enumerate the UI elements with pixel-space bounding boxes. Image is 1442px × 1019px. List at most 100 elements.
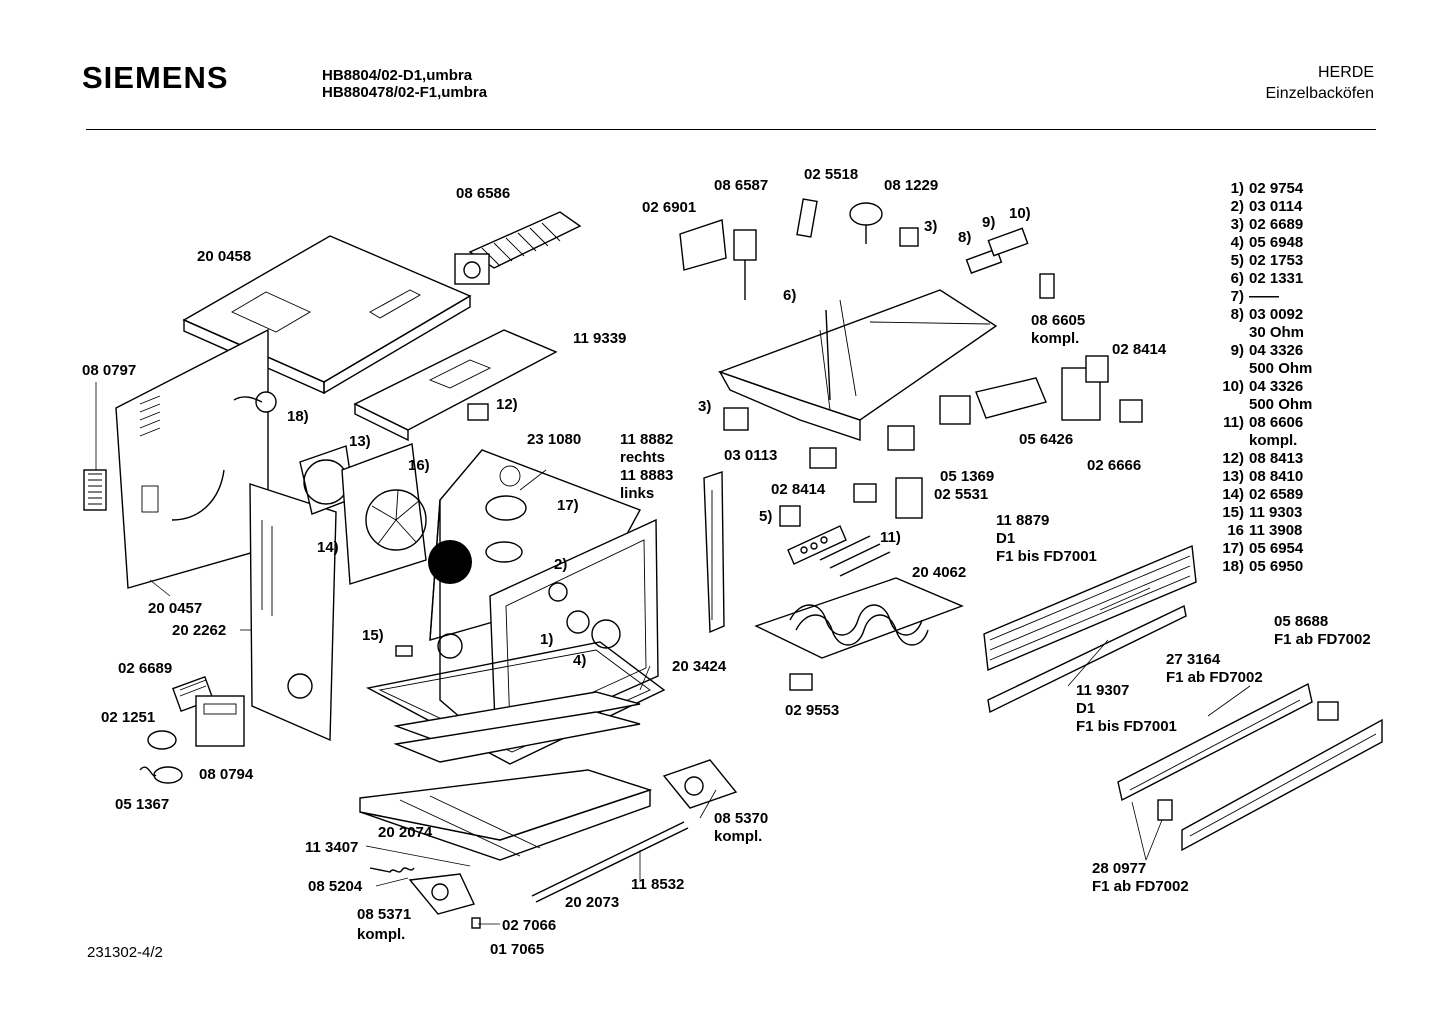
legend-key: 12) <box>1222 450 1244 467</box>
model-number-2: HB880478/02-F1,umbra <box>322 84 488 101</box>
legend-key <box>1200 324 1244 342</box>
label-11-3407: 11 3407 <box>305 839 359 856</box>
heating-element <box>754 577 964 659</box>
callout-10: 10) <box>1009 205 1031 222</box>
legend-value: 02 6589 <box>1249 486 1304 503</box>
label-11-8532: 11 8532 <box>631 876 685 893</box>
legend-value: 11 3908 <box>1249 522 1303 539</box>
door-seal-trays <box>359 641 689 903</box>
label-08-5204: 08 5204 <box>308 878 363 895</box>
label-01-7065: 01 7065 <box>490 941 545 958</box>
legend-row: 2)03 0114 <box>1200 198 1312 216</box>
legend-row: 9)04 3326 <box>1200 342 1312 360</box>
label-11-8883: 11 8883 <box>620 467 674 484</box>
label-02-8414-a: 02 8414 <box>1112 341 1167 358</box>
legend-row: 500 Ohm <box>1200 360 1312 378</box>
heater-assembly-top <box>679 198 1029 441</box>
callout-11: 11) <box>880 529 901 546</box>
label-20-0457: 20 0457 <box>148 600 203 617</box>
legend-value: 02 1331 <box>1249 270 1304 287</box>
legend-key: 4) <box>1230 234 1244 251</box>
callout-8: 8) <box>958 229 972 246</box>
small-components-left <box>139 645 738 929</box>
callout-15: 15) <box>362 627 384 644</box>
legend-value: 08 6606 <box>1249 414 1304 431</box>
callout-3-top: 3) <box>924 218 938 235</box>
legend-value: 500 Ohm <box>1249 360 1313 377</box>
label-28-0977: 28 0977 <box>1092 860 1147 877</box>
label-11-8879: 11 8879 <box>996 512 1050 529</box>
label-28-0977-f1: F1 ab FD7002 <box>1092 878 1189 895</box>
legend-row: 15)11 9303 <box>1200 504 1312 522</box>
legend-row: 16 11 3908 <box>1200 522 1312 540</box>
legend-key: 5) <box>1230 252 1244 269</box>
label-02-9553: 02 9553 <box>785 702 840 719</box>
label-08-5371: 08 5371 <box>357 906 412 923</box>
side-rails <box>703 471 1383 852</box>
legend-value: 08 8413 <box>1249 450 1304 467</box>
legend-row: 11) 08 6606 <box>1200 414 1312 432</box>
label-02-8414-b: 02 8414 <box>771 481 826 498</box>
legend-value: 02 6689 <box>1249 216 1304 233</box>
legend-key: 3) <box>1230 216 1244 233</box>
callout-12: 12) <box>496 396 518 413</box>
label-08-6605: 08 6605 <box>1031 312 1086 329</box>
label-11-8882: 11 8882 <box>620 431 674 448</box>
legend-row: kompl. <box>1200 432 1312 450</box>
label-02-5518: 02 5518 <box>804 166 859 183</box>
label-02-6689: 02 6689 <box>118 660 173 677</box>
callout-17: 17) <box>557 497 579 514</box>
legend-value: 03 0092 <box>1249 306 1304 323</box>
label-27-3164: 27 3164 <box>1166 651 1221 668</box>
label-27-3164-f1: F1 ab FD7002 <box>1166 669 1263 686</box>
oven-muffle <box>428 449 659 750</box>
label-08-6587: 08 6587 <box>714 177 769 194</box>
label-20-2073: 20 2073 <box>565 894 620 911</box>
callout-14: 14) <box>317 539 339 556</box>
legend-value: 500 Ohm <box>1249 396 1313 413</box>
legend-value: 05 6950 <box>1249 558 1304 575</box>
label-11-9307-d1: D1 <box>1076 700 1096 717</box>
legend-row: 18)05 6950 <box>1200 558 1312 576</box>
legend-row: 6) 02 1331 <box>1200 270 1312 288</box>
label-08-6586: 08 6586 <box>456 185 511 202</box>
label-08-5371-kompl: kompl. <box>357 926 406 943</box>
leader-lines <box>95 382 1251 925</box>
label-11-9307-f1: F1 bis FD7001 <box>1076 718 1177 735</box>
label-links: links <box>620 485 655 502</box>
label-08-0794: 08 0794 <box>199 766 254 783</box>
model-number-1: HB8804/02-D1,umbra <box>322 67 473 84</box>
legend-key: 17) <box>1222 540 1244 557</box>
legend-key: 11) <box>1223 414 1244 431</box>
legend-value: 02 1753 <box>1249 252 1304 269</box>
legend-row: 3) 02 6689 <box>1200 216 1312 234</box>
legend-row: 10)04 3326 <box>1200 378 1312 396</box>
callout-13: 13) <box>349 433 371 450</box>
legend-row: 4) 05 6948 <box>1200 234 1312 252</box>
legend-value: 08 8410 <box>1249 468 1304 485</box>
callout-5: 5) <box>759 508 773 525</box>
legend-value: 05 6948 <box>1249 234 1304 251</box>
legend-key: 6) <box>1230 270 1244 287</box>
label-11-9307: 11 9307 <box>1076 682 1130 699</box>
left-side-panel <box>83 328 277 589</box>
legend-row: 13)08 8410 <box>1200 468 1312 486</box>
legend-row: 5) 02 1753 <box>1200 252 1312 270</box>
label-11-8879-d1: D1 <box>996 530 1016 547</box>
label-05-1367: 05 1367 <box>115 796 170 813</box>
legend-row: 17)05 6954 <box>1200 540 1312 558</box>
legend-key: 16 <box>1227 522 1244 539</box>
callout-18: 18) <box>287 408 309 425</box>
legend-row: 30 Ohm <box>1200 324 1312 342</box>
category-subtitle: Einzelbacköfen <box>1265 85 1374 102</box>
brand-logo: SIEMENS <box>82 60 229 95</box>
switches-middle <box>723 273 1143 691</box>
label-08-0797: 08 0797 <box>82 362 137 379</box>
legend-key <box>1200 396 1244 414</box>
label-03-0113: 03 0113 <box>724 447 778 464</box>
legend-value: 30 Ohm <box>1249 324 1305 341</box>
label-08-1229: 08 1229 <box>884 177 939 194</box>
legend-value: 02 9754 <box>1249 180 1304 197</box>
label-20-3424: 20 3424 <box>672 658 727 675</box>
legend-value: 03 0114 <box>1249 198 1303 215</box>
